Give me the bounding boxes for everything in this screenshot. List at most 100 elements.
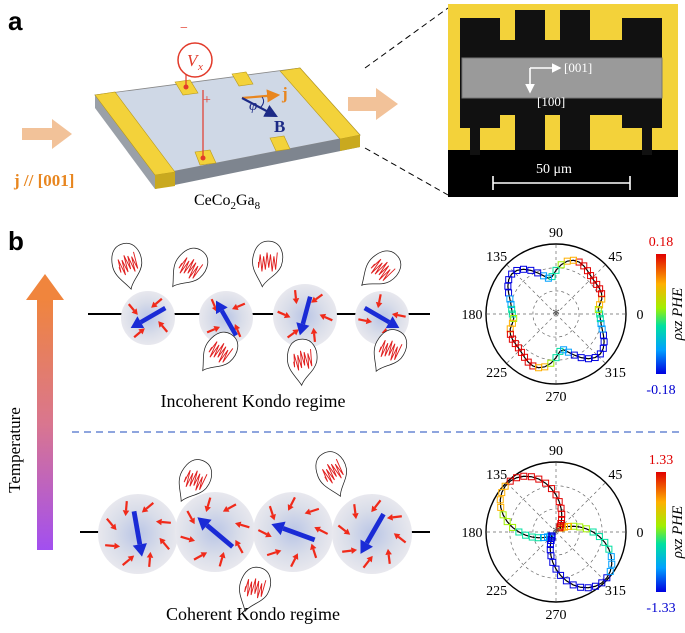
polar-data-point <box>546 541 554 549</box>
micrograph: [001] [100] 50 μm <box>448 4 678 197</box>
polar-angle-tick: 135 <box>486 250 507 265</box>
electron-wavepacket <box>252 240 284 288</box>
polar-data-point <box>595 533 603 541</box>
polar-center-mark: * <box>553 525 560 541</box>
coherent-sites <box>98 492 412 574</box>
polar-frame <box>485 243 627 385</box>
polar-data-point <box>594 306 602 314</box>
conduction-spin-arrow <box>186 510 195 525</box>
conduction-spin-arrow <box>310 543 318 559</box>
local-moment-arrow <box>216 300 238 337</box>
conduction-spin-arrow <box>206 326 221 334</box>
colorbar-label: ρxz PHE <box>670 288 685 342</box>
conduction-spin-arrow <box>290 553 299 568</box>
conduction-spin-arrow <box>133 328 145 339</box>
polar-frame <box>485 461 627 603</box>
colorbar-max: 0.18 <box>649 235 674 250</box>
connector-top <box>364 7 449 69</box>
polar-data-point <box>555 498 563 506</box>
conduction-spin-arrow <box>180 535 196 543</box>
polar-data-point <box>598 290 606 298</box>
incoherent-electrons <box>111 240 408 387</box>
conduction-spin-arrow <box>257 529 272 538</box>
conduction-spin-arrow <box>277 310 291 319</box>
phi-label: φ <box>249 98 257 114</box>
polar-data-point <box>544 274 552 282</box>
polar-data-point <box>527 473 535 481</box>
polar-data-point <box>521 353 529 361</box>
electron-wavepacket <box>202 331 239 372</box>
polar-data-point <box>510 314 518 322</box>
conduction-spin-arrow <box>231 302 246 310</box>
conduction-spin-arrow <box>141 502 155 513</box>
conduction-spin-arrow <box>337 524 351 535</box>
voltmeter-v: V <box>187 51 200 70</box>
conduction-spin-arrow <box>268 505 276 521</box>
polar-data-point <box>600 338 608 346</box>
polar-data-point <box>509 523 517 531</box>
polar-data-point <box>562 577 570 585</box>
conduction-spin-arrow <box>310 327 318 342</box>
polar-data-point <box>524 358 532 366</box>
polar-fit-curve <box>507 259 605 369</box>
electron-wavepacket <box>178 459 213 503</box>
polar-data-point <box>508 305 516 313</box>
polar-data-point <box>607 553 615 561</box>
conduction-spin-arrow <box>358 317 373 325</box>
dir-001: [001] <box>564 60 592 75</box>
colorbar-max: 1.33 <box>649 453 674 468</box>
j-label: j <box>281 84 288 103</box>
polar-data-point <box>591 354 599 362</box>
incoherent-sites <box>121 284 409 348</box>
polar-data-point <box>548 273 556 281</box>
device-slab <box>94 67 361 189</box>
polar-data-point <box>547 485 555 493</box>
polar-data-point <box>582 525 590 533</box>
conduction-spin-arrow <box>146 551 154 567</box>
polar-data-point <box>557 504 565 512</box>
polar-data-point <box>535 475 543 483</box>
polar-angle-tick: 270 <box>546 608 567 623</box>
polar-data-point <box>557 571 565 579</box>
conduction-spin-arrow <box>319 313 333 322</box>
current-in-arrow <box>22 119 72 149</box>
colorbar <box>656 472 666 592</box>
polar-data-point <box>539 534 547 542</box>
polar-angle-tick: 0 <box>637 308 644 323</box>
conduction-spin-arrow <box>234 521 250 529</box>
voltmeter: V x − + <box>177 21 213 161</box>
polar-angle-tick: 0 <box>637 526 644 541</box>
polar-data-point <box>577 354 585 362</box>
temperature-label: Temperature <box>5 407 24 493</box>
polar-data-point <box>597 320 605 328</box>
polar-data-point <box>515 528 523 536</box>
polar-data-point <box>557 519 565 527</box>
polar-data-point <box>608 560 616 568</box>
polar-data-point <box>520 472 528 480</box>
polar-data-point <box>547 552 555 560</box>
scale-bar-label: 50 μm <box>536 162 572 177</box>
polar-data-point <box>556 347 564 355</box>
polar-data-point <box>549 558 557 566</box>
minus-sign: − <box>180 21 188 36</box>
polar-data-point <box>583 267 591 275</box>
polar-data-point <box>547 359 555 367</box>
polar-angle-tick: 45 <box>608 250 622 265</box>
polar-data-point <box>497 503 505 511</box>
conduction-spin-arrow <box>127 303 138 315</box>
connector-bottom <box>364 147 449 196</box>
conduction-spin-arrow <box>386 514 402 521</box>
polar-data-point <box>542 479 550 487</box>
polar-angle-tick: 180 <box>462 308 483 323</box>
polar-data-point <box>565 522 573 530</box>
polar-data-point <box>584 584 592 592</box>
polar-data-point <box>596 315 604 323</box>
polar-data-point <box>563 257 571 265</box>
panel-b-label: b <box>8 226 24 256</box>
polar-data-point <box>599 344 607 352</box>
polar-data-point <box>601 538 609 546</box>
polar-angle-tick: 45 <box>608 468 622 483</box>
polar-data-point <box>598 325 606 333</box>
